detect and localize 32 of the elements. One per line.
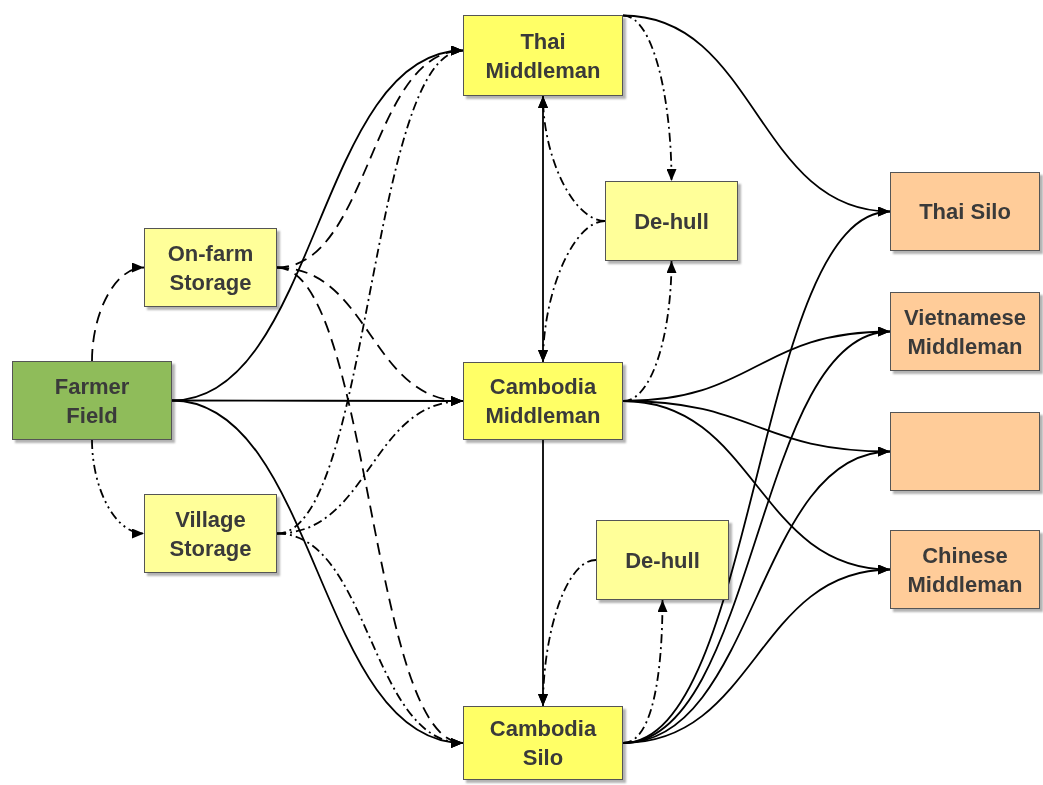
- process-box: [463, 706, 623, 780]
- node-label: Farmer Field: [53, 372, 131, 430]
- arrow: [538, 220, 606, 363]
- arrow: [622, 565, 891, 744]
- process-box: [12, 361, 172, 440]
- node-label: De-hull: [624, 546, 701, 575]
- node-label: Vietnamese Middleman: [903, 303, 1027, 361]
- node-label: Cambodia Middleman: [484, 373, 602, 430]
- node-label: Village Storage: [168, 505, 253, 563]
- arrow: [171, 399, 464, 746]
- arrow: [276, 532, 464, 746]
- process-box: [144, 494, 277, 573]
- arrow: [91, 264, 145, 362]
- process-box: [463, 15, 623, 96]
- arrow: [538, 559, 597, 707]
- process-box: [605, 181, 738, 261]
- process-box: [890, 412, 1040, 491]
- node-label: Thai Middleman: [484, 27, 602, 85]
- node-label: Cambodia Silo: [488, 715, 598, 772]
- arrow: [276, 49, 464, 535]
- process-box: [890, 292, 1040, 371]
- process-box: [596, 520, 729, 600]
- process-box: [463, 362, 623, 440]
- process-box: [890, 530, 1040, 609]
- node-label: On-farm Storage: [166, 239, 255, 297]
- process-box: [144, 228, 277, 307]
- node-label: Chinese Middleman: [906, 541, 1024, 599]
- node-label: De-hull: [633, 207, 710, 236]
- process-box: [890, 172, 1040, 251]
- arrow: [91, 439, 145, 537]
- node-label: Thai Silo: [918, 198, 1012, 226]
- arrow: [622, 14, 677, 182]
